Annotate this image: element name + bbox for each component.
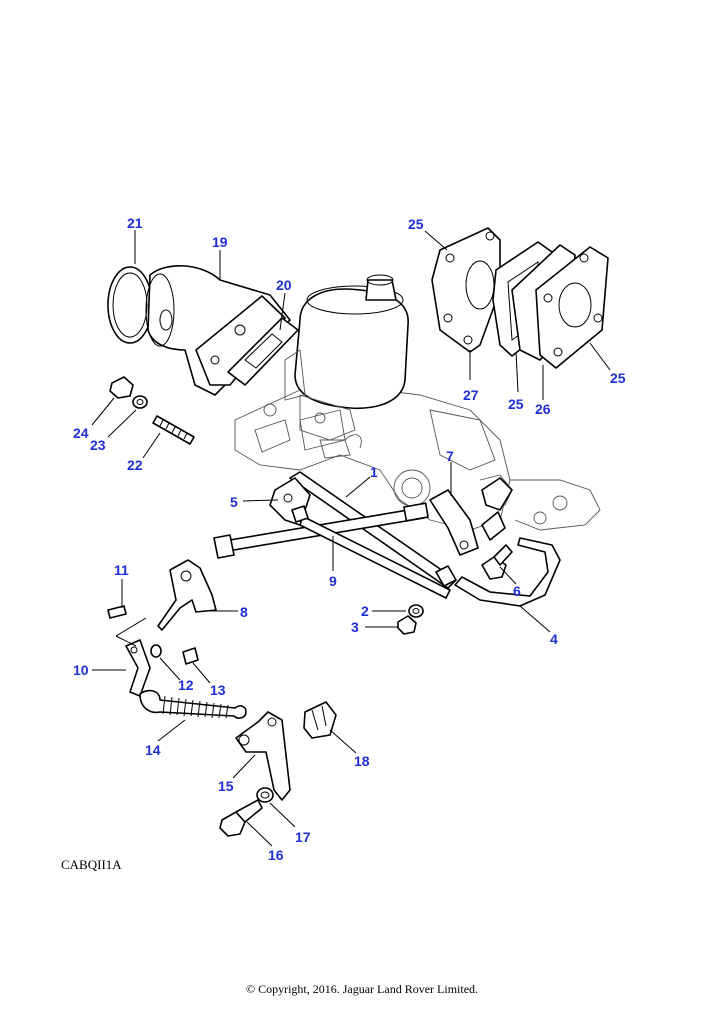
callout-13: 13 xyxy=(210,682,226,698)
callout-5: 5 xyxy=(230,494,238,510)
callout-14: 14 xyxy=(145,742,161,758)
callout-26: 26 xyxy=(535,401,551,417)
copyright-notice: © Copyright, 2016. Jaguar Land Rover Lim… xyxy=(245,982,479,996)
diagram-code: CABQII1A xyxy=(61,857,122,872)
callout-24: 24 xyxy=(73,425,89,441)
callout-4: 4 xyxy=(550,631,558,647)
callout-16: 16 xyxy=(268,847,284,863)
callout-23: 23 xyxy=(90,437,106,453)
callout-19: 19 xyxy=(212,234,228,250)
callout-21: 21 xyxy=(127,215,143,231)
callout-12: 12 xyxy=(178,677,194,693)
small-fasteners-parts xyxy=(397,544,513,635)
callout-18: 18 xyxy=(354,753,370,769)
intake-elbow-part xyxy=(107,265,299,396)
linkage-rods-parts xyxy=(213,471,561,607)
callout-1: 1 xyxy=(370,464,378,480)
callout-25c: 25 xyxy=(610,370,626,386)
spring-part xyxy=(139,689,247,719)
callout-20: 20 xyxy=(276,277,292,293)
callout-6: 6 xyxy=(513,583,521,599)
callout-10: 10 xyxy=(73,662,89,678)
nut-washer-stud-parts xyxy=(109,376,195,445)
callout-leader-lines xyxy=(91,230,611,847)
callout-15: 15 xyxy=(218,778,234,794)
callout-7: 7 xyxy=(446,448,454,464)
callout-3: 3 xyxy=(351,619,359,635)
callout-25b: 25 xyxy=(508,396,524,412)
callout-numbers: 21 19 20 25 27 25 26 25 24 23 22 1 5 7 9… xyxy=(73,215,626,863)
callout-27: 27 xyxy=(463,387,479,403)
bracket-bolt-parts xyxy=(219,701,337,837)
callout-22: 22 xyxy=(127,457,143,473)
callout-9: 9 xyxy=(329,573,337,589)
lever-pivot-parts xyxy=(107,559,217,697)
callout-17: 17 xyxy=(295,829,311,845)
callout-11: 11 xyxy=(114,562,129,578)
callout-25a: 25 xyxy=(408,216,424,232)
flange-gasket-parts xyxy=(431,227,609,369)
callout-8: 8 xyxy=(240,604,248,620)
callout-2: 2 xyxy=(361,603,369,619)
